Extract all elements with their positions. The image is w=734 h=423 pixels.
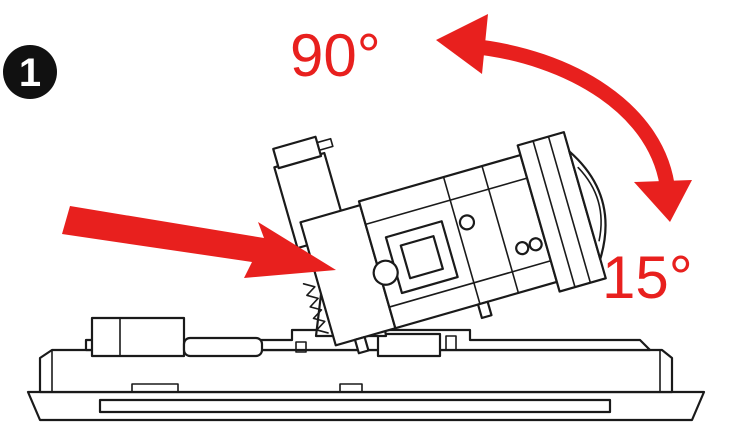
bracket-screw (316, 137, 334, 152)
lens-housing-rib (532, 140, 576, 288)
rotation-arrowhead-bottom (634, 180, 692, 222)
body-screw-3 (528, 237, 543, 252)
angle-min-label: 15° (602, 244, 693, 311)
camera-assembly (272, 131, 607, 355)
pivot-pointer-arrow (62, 206, 336, 278)
bracket-arm-upper (272, 135, 323, 170)
base-clip-left (131, 383, 179, 393)
body-screw-1 (458, 214, 476, 231)
step-badge: 1 (3, 45, 57, 99)
camera-body-rib-3 (364, 177, 528, 226)
lower-lug-left (353, 335, 370, 355)
small-pin-right (445, 335, 457, 351)
rotation-arrowhead-top (436, 14, 488, 74)
connector-block (90, 316, 186, 358)
pivot-knob (372, 259, 399, 286)
step-badge-circle (3, 45, 57, 99)
rotation-arc (469, 38, 676, 193)
lower-lug-right (476, 300, 493, 320)
pointer-arrow-shape (62, 206, 336, 278)
step-number: 1 (19, 51, 41, 95)
lens-dome-inner (577, 166, 602, 242)
cable-sleeve (182, 336, 264, 358)
small-pin-left (295, 341, 307, 353)
angle-max-label: 90° (290, 22, 381, 89)
camera-body-rib-4 (388, 259, 552, 308)
pivot-hub-inner (399, 235, 444, 280)
center-block (376, 332, 442, 358)
base-slot (98, 398, 612, 414)
body-screw-2 (515, 241, 530, 256)
rotation-range-arrow (436, 14, 692, 222)
base-clip-mid (339, 383, 363, 393)
base-housing (26, 316, 706, 422)
lens-dome (568, 150, 607, 261)
lens-housing-rib-2 (547, 135, 592, 284)
tilt-spring (302, 282, 329, 334)
